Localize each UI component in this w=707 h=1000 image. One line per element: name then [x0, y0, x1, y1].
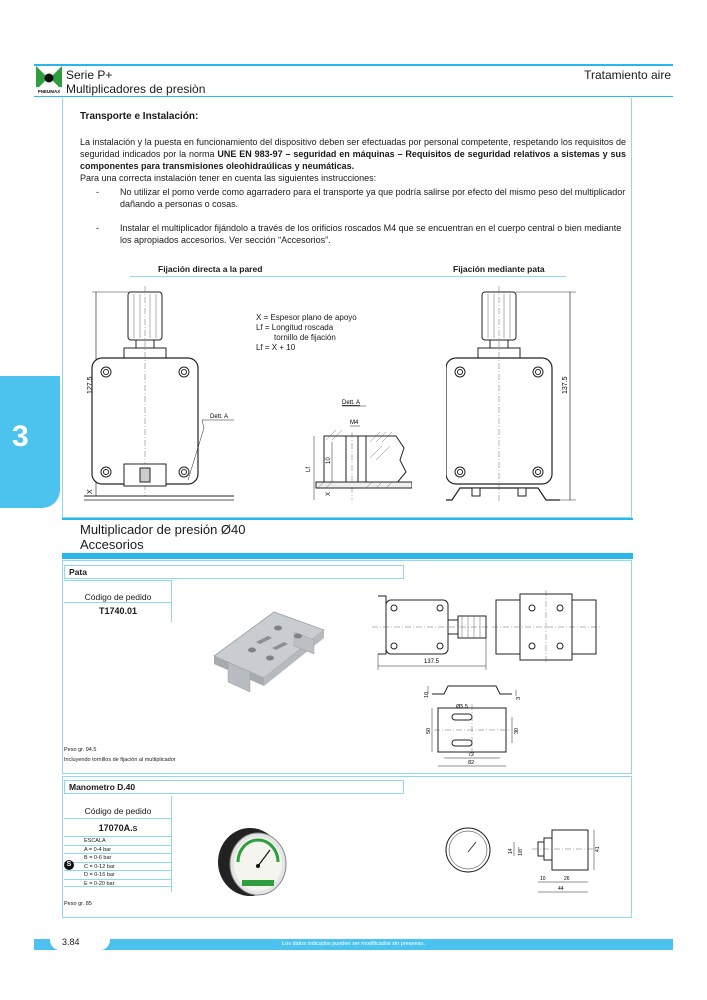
code-rule: [64, 580, 172, 581]
series-subtitle: Multiplicadores de presiòn: [66, 82, 206, 96]
transport-norm: UNE EN 983-97 – seguridad en máquinas – …: [80, 149, 626, 171]
manometro-panel: [62, 776, 632, 918]
detail-a-drawing: Dett. A M4 Lf 10 X: [306, 400, 412, 500]
dim-x-left: X: [87, 489, 94, 494]
manometro-product-image: [218, 828, 287, 896]
pata-product-image: [213, 611, 325, 693]
accessories-title: Multiplicador de presión Ø40 Accesorios: [80, 522, 245, 552]
section-title: Tratamiento aire: [584, 68, 671, 82]
transport-paragraph-text: La instalación y la puesta en funcionami…: [80, 137, 626, 159]
pata-dim-72: 72: [468, 752, 474, 758]
manometro-technical-drawing: 14 1/8" 41 10 26 44: [445, 827, 601, 893]
footer-bar: [34, 939, 673, 950]
footer-disclaimer: Los datos indicados pueden ser modificad…: [282, 941, 425, 947]
scale-table: ESCALA A = 0-4 bar B = 0-6 bar C = 0-12 …: [64, 836, 172, 887]
transport-heading: Transporte e Instalación:: [80, 111, 199, 122]
m4-label: M4: [350, 420, 359, 426]
pata-dim-3: 3: [516, 697, 522, 700]
pata-dim-10: 10: [424, 692, 430, 698]
accessories-title-line2: Accesorios: [80, 537, 144, 552]
manometro-code-label: Código de pedido: [84, 806, 152, 816]
scale-symbol: S: [64, 860, 74, 870]
pata-dim-50: 50: [426, 728, 432, 734]
series-name: Serie P+: [66, 68, 113, 82]
page-number: 3.84: [50, 935, 110, 950]
code-rule: [64, 818, 172, 819]
pata-title: Pata: [64, 565, 404, 579]
pata-weight: Peso gr. 94.5: [64, 747, 97, 753]
pata-note: Incluyendo tornillos de fijación al mult…: [64, 757, 176, 763]
section-bar: [62, 553, 633, 559]
mano-dim-thread: 1/8": [518, 847, 524, 856]
manometro-title: Manometro D.40: [64, 780, 404, 794]
pneumax-logo: PNEUMAX: [36, 64, 62, 94]
manometro-code-suffix: S: [132, 826, 138, 833]
scale-row: C = 0-12 bar: [64, 861, 172, 871]
pata-code-label: Código de pedido: [84, 592, 152, 602]
scale-row: D = 0-16 bar: [64, 870, 172, 879]
caption-foot-mount: Fijación mediante pata: [453, 264, 545, 274]
header-bottom-rule: [34, 96, 673, 97]
instruction-text: Instalar el multiplicador fijándolo a tr…: [120, 223, 622, 245]
mano-dim-14: 14: [508, 848, 514, 854]
legend-x: X = Espesor plano de apoyo: [256, 313, 357, 322]
header-top-rule: [34, 64, 673, 66]
svg-text:PNEUMAX: PNEUMAX: [38, 89, 61, 94]
bullet-dash: -: [96, 187, 99, 197]
caption-wall-mount: Fijación directa a la pared: [158, 264, 263, 274]
mano-dim-44: 44: [558, 886, 564, 892]
legend-formula: Lf = X + 10: [256, 343, 296, 352]
dim-lf: Lf: [306, 467, 312, 472]
chapter-number: 3: [12, 420, 29, 453]
scale-row: A = 0-4 bar: [64, 844, 172, 854]
dim-127: 127.5: [87, 376, 94, 394]
mano-dim-10: 10: [540, 876, 546, 882]
dett-a-title: Dett. A: [342, 400, 360, 406]
installation-panel: [62, 98, 632, 518]
manometro-code-cell: [64, 796, 172, 892]
legend-lf: Lf = Longitud roscada: [256, 323, 334, 332]
scale-row: B = 0-6 bar: [64, 853, 172, 862]
pata-dim-137: 137.5: [424, 659, 440, 665]
caption-rule: [130, 276, 566, 277]
dett-a-label: Dett. A: [210, 414, 228, 420]
instruction-text: No utilizar el pomo verde como agarrader…: [120, 187, 626, 209]
instructions-intro: Para una correcta instalación tener en c…: [80, 173, 377, 183]
pata-dim-30: 30: [514, 728, 520, 734]
manometro-code-base: 17070A.: [98, 823, 133, 833]
pata-technical-drawing: 137.5 10 3 Ø5.5 50 30 72 82: [372, 590, 600, 767]
instruction-item: - No utilizar el pomo verde como agarrad…: [96, 186, 626, 212]
manometro-code: 17070A.S: [64, 823, 172, 833]
scale-title: ESCALA: [64, 836, 172, 845]
wall-mount-drawing: 127.5 X Dett. A: [84, 286, 234, 501]
manometro-weight: Peso gr. 85: [64, 901, 92, 907]
dim-x-detail: X: [326, 492, 332, 496]
series-title: Serie P+ Multiplicadores de presiòn: [66, 68, 205, 96]
chapter-tab: [0, 376, 60, 508]
transport-paragraph: La instalación y la puesta en funcionami…: [80, 136, 626, 172]
mano-dim-41: 41: [595, 846, 601, 852]
dim-10: 10: [326, 457, 332, 464]
mano-dim-26: 26: [564, 876, 570, 882]
foot-mount-drawing: 137.5: [446, 286, 576, 502]
pata-dim-hole: Ø5.5: [456, 704, 468, 710]
legend-lf-cont: tornillo de fijación: [274, 333, 336, 342]
pata-panel: [62, 560, 632, 774]
pata-code-cell: [64, 580, 172, 622]
accessories-title-line1: Multiplicador de presión Ø40: [80, 522, 246, 537]
instruction-item: - Instalar el multiplicador fijándolo a …: [96, 222, 626, 248]
code-rule: [64, 602, 172, 603]
scale-row: E = 0-20 bar: [64, 878, 172, 887]
pata-dim-82: 82: [468, 760, 474, 766]
bullet-dash: -: [96, 223, 99, 233]
section-rule: [62, 518, 633, 520]
dim-137: 137.5: [562, 376, 569, 394]
pata-code: T1740.01: [98, 606, 138, 616]
